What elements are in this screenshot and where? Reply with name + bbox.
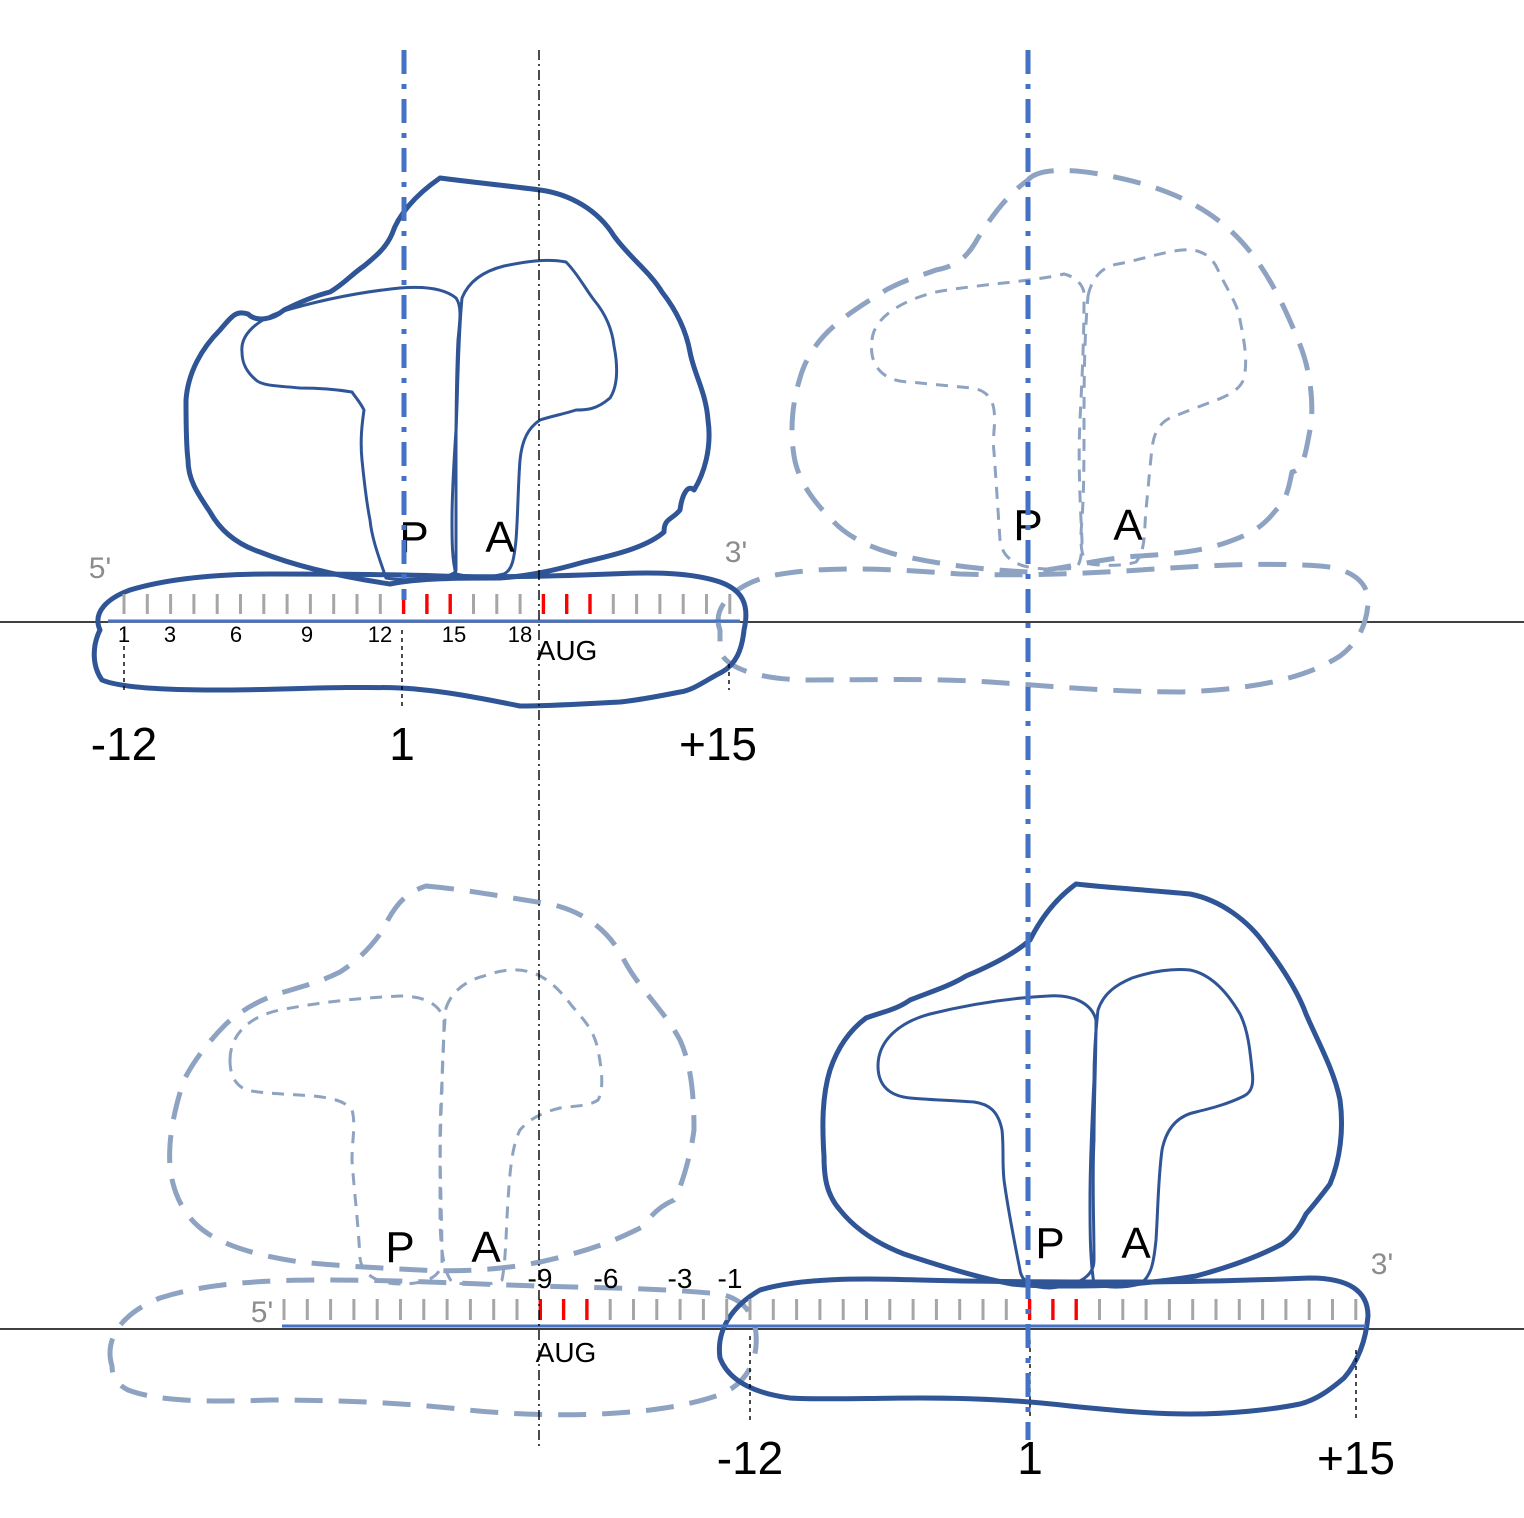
top-nt-number: 12	[368, 622, 392, 647]
top-nt-number: 18	[508, 622, 532, 647]
bottom-position-minus12: -12	[717, 1432, 783, 1484]
top-nt-number: 15	[442, 622, 466, 647]
top-ghost-site-a-label: A	[1113, 501, 1143, 550]
top-ghost-ribosome	[715, 168, 1371, 695]
top-three-prime-label: 3'	[725, 536, 747, 569]
bottom-aug-label: AUG	[536, 1337, 597, 1368]
bottom-ghost-site-p-label: P	[385, 1223, 414, 1272]
bottom-position-1: 1	[1017, 1432, 1043, 1484]
bottom-ghost-ribosome	[107, 883, 759, 1418]
top-position-plus15: +15	[679, 718, 757, 770]
top-nt-number: 9	[301, 622, 313, 647]
bottom-upstream-number: -1	[718, 1263, 743, 1294]
bottom-ghost-site-a-label: A	[471, 1223, 501, 1272]
top-aug-label: AUG	[537, 635, 598, 666]
bottom-upstream-number: -3	[668, 1263, 693, 1294]
top-ribosome	[91, 175, 749, 709]
top-nt-number: 6	[230, 622, 242, 647]
bottom-five-prime-label: 5'	[251, 1296, 273, 1329]
bottom-upstream-number: -9	[528, 1263, 553, 1294]
top-nt-number: 3	[164, 622, 176, 647]
bottom-three-prime-label: 3'	[1371, 1248, 1393, 1281]
top-position-minus12: -12	[91, 718, 157, 770]
bottom-ribosome	[716, 881, 1371, 1417]
top-nt-number: 1	[118, 622, 130, 647]
bottom-site-a-label: A	[1121, 1219, 1151, 1268]
bottom-nucleotide-ticks	[282, 1299, 1358, 1320]
bottom-site-p-label: P	[1035, 1219, 1064, 1268]
top-five-prime-label: 5'	[89, 552, 111, 585]
bottom-position-plus15: +15	[1317, 1432, 1395, 1484]
bottom-upstream-number: -6	[594, 1263, 619, 1294]
top-position-1: 1	[389, 718, 415, 770]
top-site-a-label: A	[485, 513, 515, 562]
top-nucleotide-ticks	[122, 594, 732, 614]
